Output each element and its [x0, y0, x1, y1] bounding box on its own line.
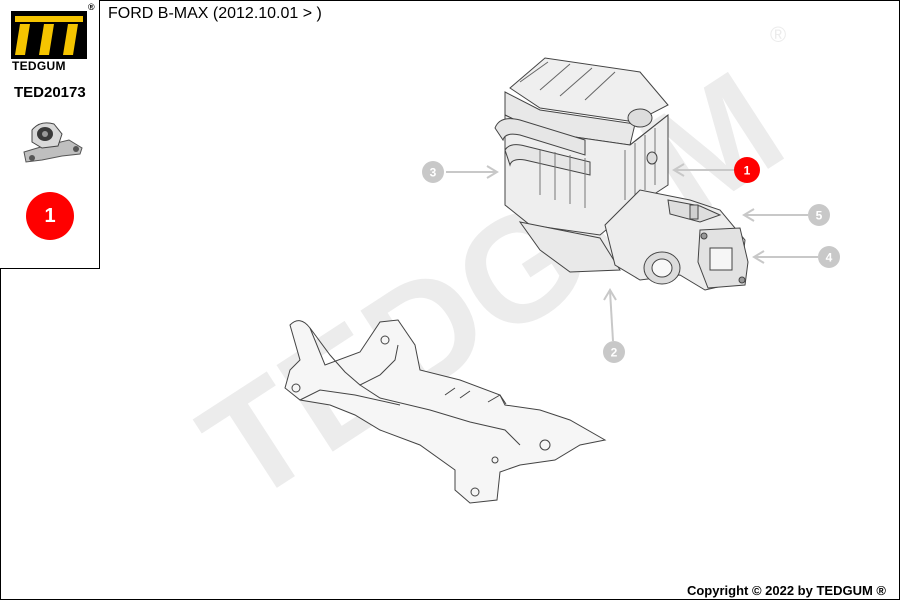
copyright-notice: Copyright © 2022 by TEDGUM ® — [686, 583, 886, 598]
callout-arrows — [446, 163, 818, 342]
part-code: TED20173 — [14, 84, 86, 101]
callout-4-circle — [818, 246, 840, 268]
arrow-4-head — [752, 250, 765, 264]
callout-5-label: 5 — [816, 209, 823, 223]
registered-mark: ® — [88, 2, 95, 12]
brand-name: TEDGUM — [12, 59, 66, 73]
callout-2-label: 2 — [611, 346, 618, 360]
page-title: FORD B-MAX (2012.10.01 > ) — [108, 5, 322, 22]
tedgum-logo-icon — [11, 11, 87, 59]
callout-1-label: 1 — [744, 164, 751, 178]
highlighted-callout-badge: 1 — [26, 192, 74, 240]
callout-3-circle — [422, 161, 444, 183]
callout-4-label: 4 — [826, 251, 833, 265]
callout-2-circle — [603, 341, 625, 363]
callout-5-circle — [808, 204, 830, 226]
sidebar-panel: ® TEDGUM TED20173 1 — [0, 0, 100, 269]
callout-3-label: 3 — [430, 166, 437, 180]
subframe-drawing — [284, 319, 607, 504]
arrow-2-head — [603, 288, 617, 301]
arrow-3-head — [486, 165, 499, 179]
arrow-5-head — [742, 208, 755, 222]
watermark-mark: ® — [770, 22, 786, 47]
engine-drawing — [494, 57, 749, 291]
arrow-2 — [609, 290, 614, 342]
arrow-1-head — [672, 163, 685, 177]
engine-mount-thumbnail-icon — [23, 122, 83, 163]
callout-circles: 1 2 3 4 5 — [422, 157, 840, 363]
callout-1-circle — [734, 157, 760, 183]
